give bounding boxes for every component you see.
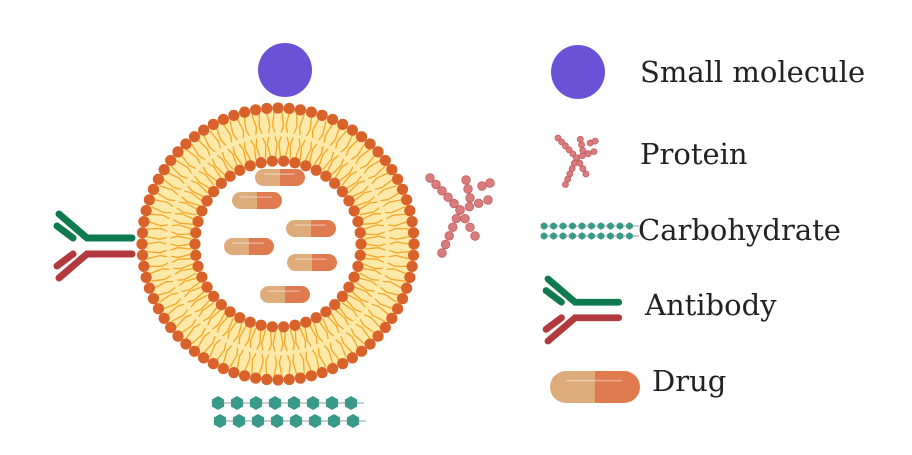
legend-label-antibody: Antibody	[645, 288, 777, 322]
protein-icon	[425, 173, 495, 258]
liposome	[136, 102, 420, 386]
drug-capsule	[287, 254, 337, 271]
small-molecule-icon	[258, 43, 312, 97]
drug-capsule	[232, 192, 282, 209]
legend-small-molecule-icon	[551, 45, 605, 99]
lipid-bilayer	[142, 108, 414, 380]
carbohydrate-icon	[211, 396, 366, 428]
drug-capsule	[260, 286, 310, 303]
legend-drug-capsule-icon	[550, 371, 640, 403]
lipid-tails	[145, 112, 411, 377]
legend-label-protein: Protein	[640, 137, 748, 171]
legend-protein-icon	[554, 134, 599, 188]
antibody-icon	[53, 210, 136, 282]
legend-label-drug: Drug	[652, 364, 727, 398]
drug-capsule	[224, 238, 274, 255]
legend-carbohydrate-icon	[540, 222, 640, 240]
drug-capsule	[255, 169, 305, 186]
carbohydrate-chain	[213, 414, 366, 428]
drug-capsule	[286, 220, 336, 237]
drug-capsules	[224, 169, 337, 303]
legend-antibody-icon	[542, 275, 623, 345]
lipid-heads	[136, 102, 420, 386]
carbohydrate-chain	[540, 232, 640, 240]
carbohydrate-chain	[540, 222, 640, 230]
legend-label-carbohydrate: Carbohydrate	[638, 213, 841, 247]
carbohydrate-chain	[211, 396, 364, 410]
legend-label-small-molecule: Small molecule	[640, 55, 866, 89]
